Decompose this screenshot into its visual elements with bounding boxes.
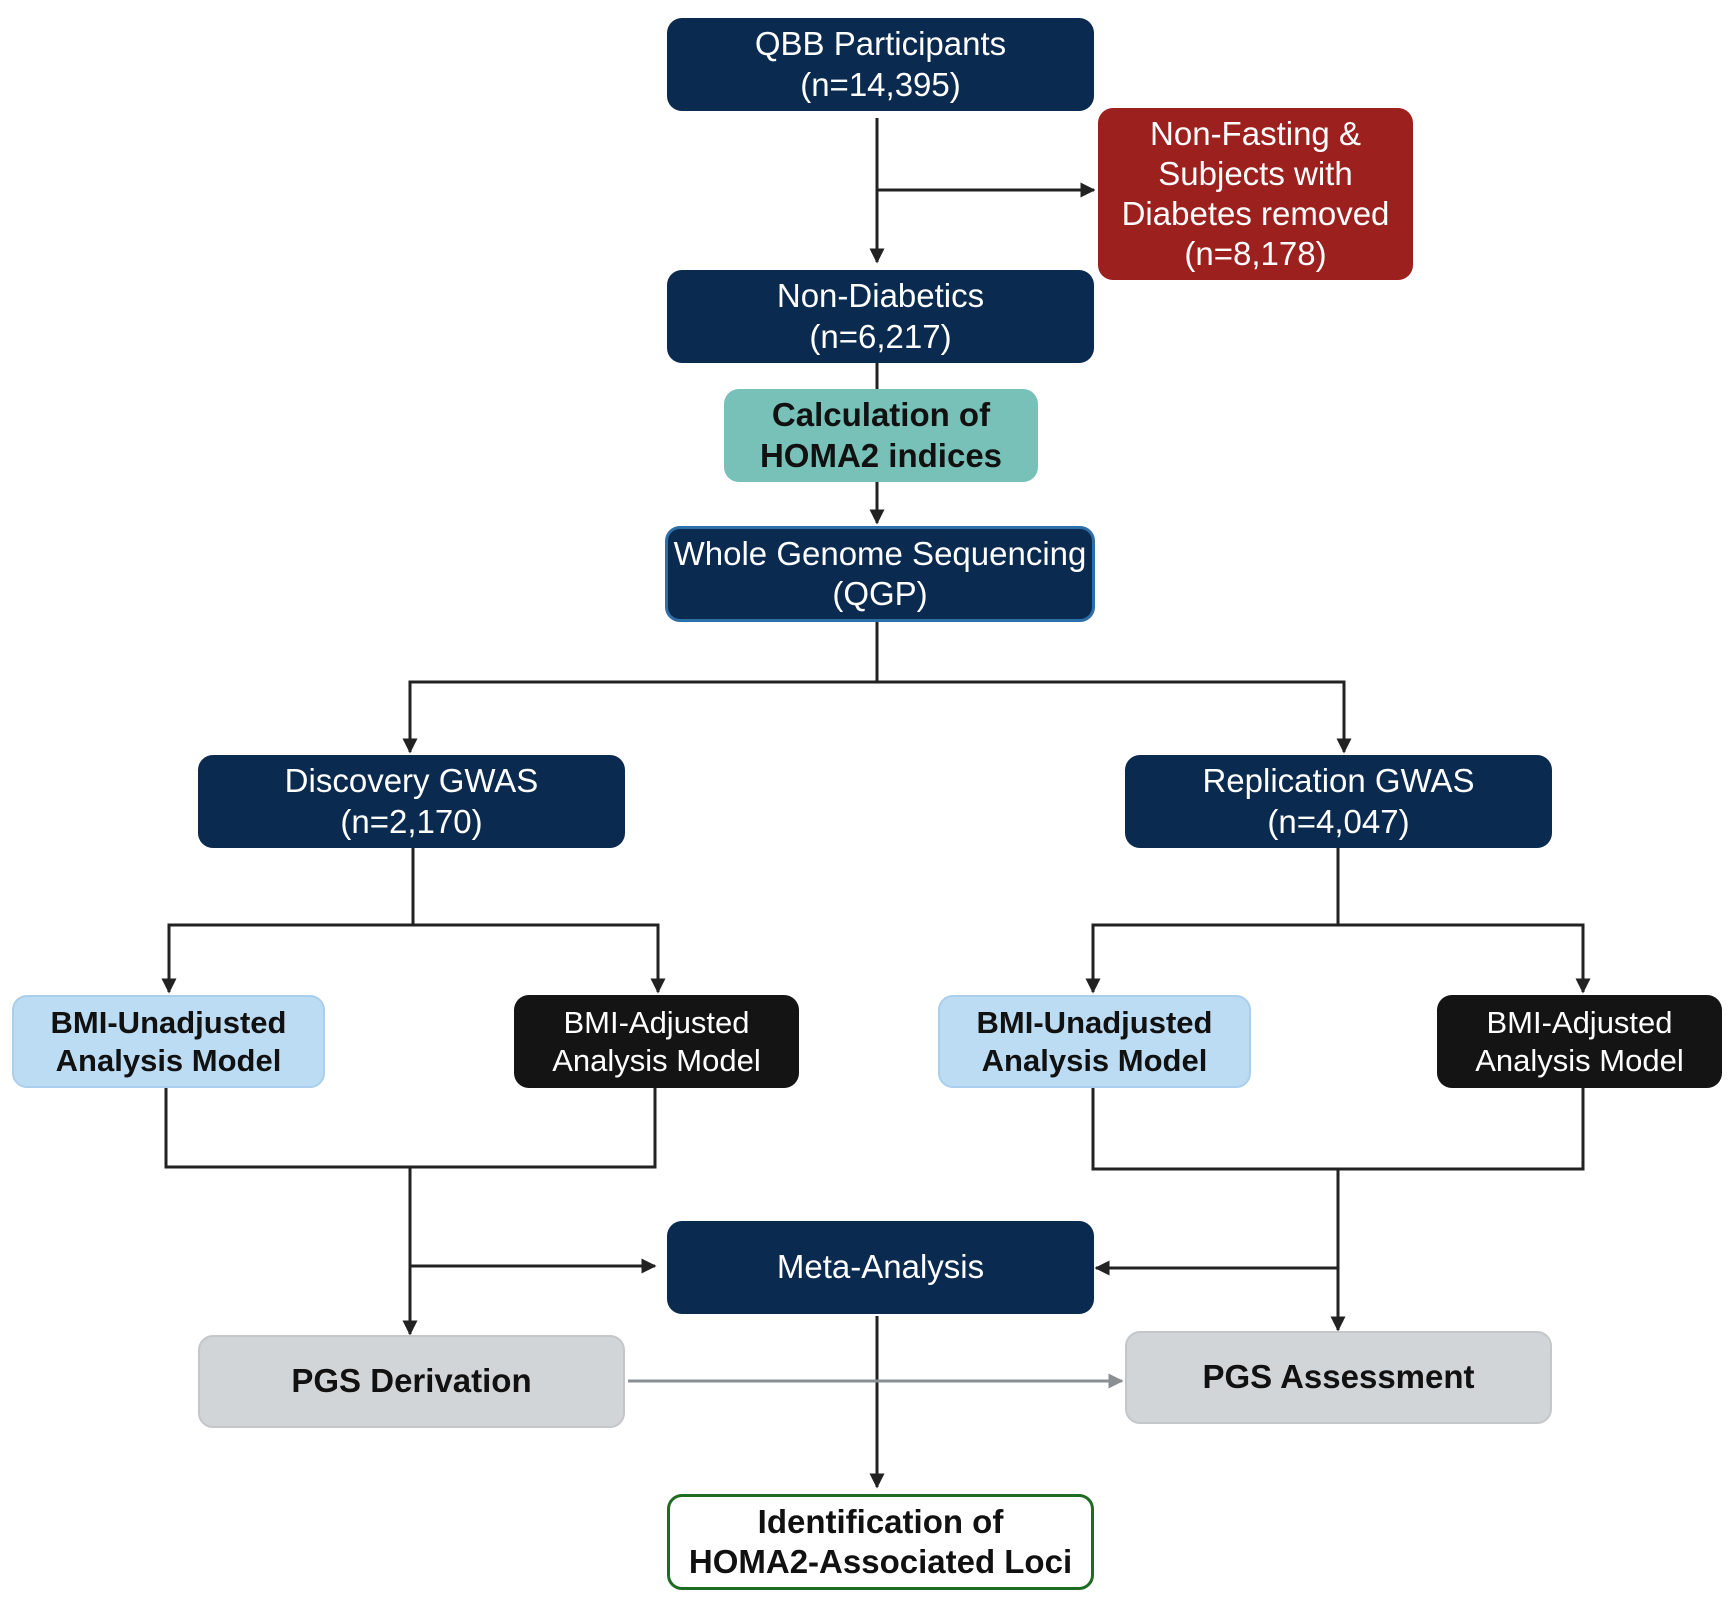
line-rep-models-merge bbox=[1091, 1088, 1585, 1171]
node-discovery-bmi-unadjusted: BMI-Unadjusted Analysis Model bbox=[12, 995, 325, 1088]
node-meta-title: Meta-Analysis bbox=[776, 1248, 985, 1286]
node-disc-unadj-line1: BMI-Unadjusted bbox=[50, 1004, 287, 1040]
node-replication-bmi-unadjusted: BMI-Unadjusted Analysis Model bbox=[938, 995, 1251, 1088]
node-loci-line1: Identification of bbox=[757, 1502, 1004, 1540]
node-replication-bmi-adjusted: BMI-Adjusted Analysis Model bbox=[1437, 995, 1722, 1088]
node-loci-line2: HOMA2-Associated Loci bbox=[688, 1543, 1073, 1580]
arrow-to-rep-unadj bbox=[1085, 923, 1338, 994]
arrow-to-disc-unadj bbox=[161, 923, 413, 994]
node-pgs-derivation: PGS Derivation bbox=[198, 1335, 625, 1428]
node-rep-adj-line2: Analysis Model bbox=[1475, 1042, 1684, 1078]
node-discovery-bmi-adjusted: BMI-Adjusted Analysis Model bbox=[514, 995, 799, 1088]
node-discovery-count: (n=2,170) bbox=[340, 802, 483, 840]
node-pgs-derivation-title: PGS Derivation bbox=[291, 1362, 532, 1400]
node-excluded-line3: Diabetes removed bbox=[1121, 195, 1390, 232]
node-rep-adj-line1: BMI-Adjusted bbox=[1486, 1004, 1673, 1040]
node-disc-adj-line1: BMI-Adjusted bbox=[563, 1004, 750, 1040]
arrow-to-disc-adj bbox=[413, 923, 666, 994]
node-non-diabetics-count: (n=6,217) bbox=[809, 317, 952, 355]
node-disc-unadj-line2: Analysis Model bbox=[55, 1042, 282, 1078]
node-disc-adj-line2: Analysis Model bbox=[552, 1042, 761, 1078]
line-disc-models-merge bbox=[164, 1088, 657, 1169]
node-qbb-participants: QBB Participants (n=14,395) bbox=[667, 18, 1094, 111]
node-replication-title: Replication GWAS bbox=[1202, 762, 1475, 800]
node-non-diabetics: Non-Diabetics (n=6,217) bbox=[667, 270, 1094, 363]
node-rep-unadj-line2: Analysis Model bbox=[981, 1042, 1208, 1078]
node-homa2-calculation: Calculation of HOMA2 indices bbox=[724, 389, 1038, 482]
node-meta-analysis: Meta-Analysis bbox=[667, 1221, 1094, 1314]
arrow-to-rep-adj bbox=[1338, 923, 1591, 994]
node-excluded-line1: Non-Fasting & bbox=[1150, 114, 1361, 152]
node-excluded-subjects: Non-Fasting & Subjects with Diabetes rem… bbox=[1098, 108, 1413, 280]
node-excluded-count: (n=8,178) bbox=[1184, 235, 1327, 273]
node-non-diabetics-title: Non-Diabetics bbox=[776, 277, 985, 315]
arrow-to-replication bbox=[877, 680, 1352, 754]
arrow-to-discovery bbox=[402, 680, 877, 754]
node-replication-gwas: Replication GWAS (n=4,047) bbox=[1125, 755, 1552, 848]
node-excluded-line2: Subjects with bbox=[1158, 154, 1353, 192]
node-homa2-loci: Identification of HOMA2-Associated Loci bbox=[667, 1494, 1094, 1590]
node-discovery-title: Discovery GWAS bbox=[284, 762, 539, 800]
node-replication-count: (n=4,047) bbox=[1267, 802, 1410, 840]
node-wgs-subtitle: (QGP) bbox=[832, 575, 928, 612]
node-whole-genome-sequencing: Whole Genome Sequencing (QGP) bbox=[665, 526, 1095, 622]
node-rep-unadj-line1: BMI-Unadjusted bbox=[976, 1004, 1213, 1040]
node-pgs-assessment: PGS Assessment bbox=[1125, 1331, 1552, 1424]
node-qbb-title: QBB Participants bbox=[754, 25, 1007, 63]
node-pgs-assessment-title: PGS Assessment bbox=[1202, 1358, 1475, 1396]
node-homa2-line2: HOMA2 indices bbox=[759, 436, 1003, 474]
node-wgs-title: Whole Genome Sequencing bbox=[673, 534, 1087, 572]
node-discovery-gwas: Discovery GWAS (n=2,170) bbox=[198, 755, 625, 848]
node-qbb-count: (n=14,395) bbox=[800, 65, 961, 103]
node-homa2-line1: Calculation of bbox=[771, 396, 991, 434]
